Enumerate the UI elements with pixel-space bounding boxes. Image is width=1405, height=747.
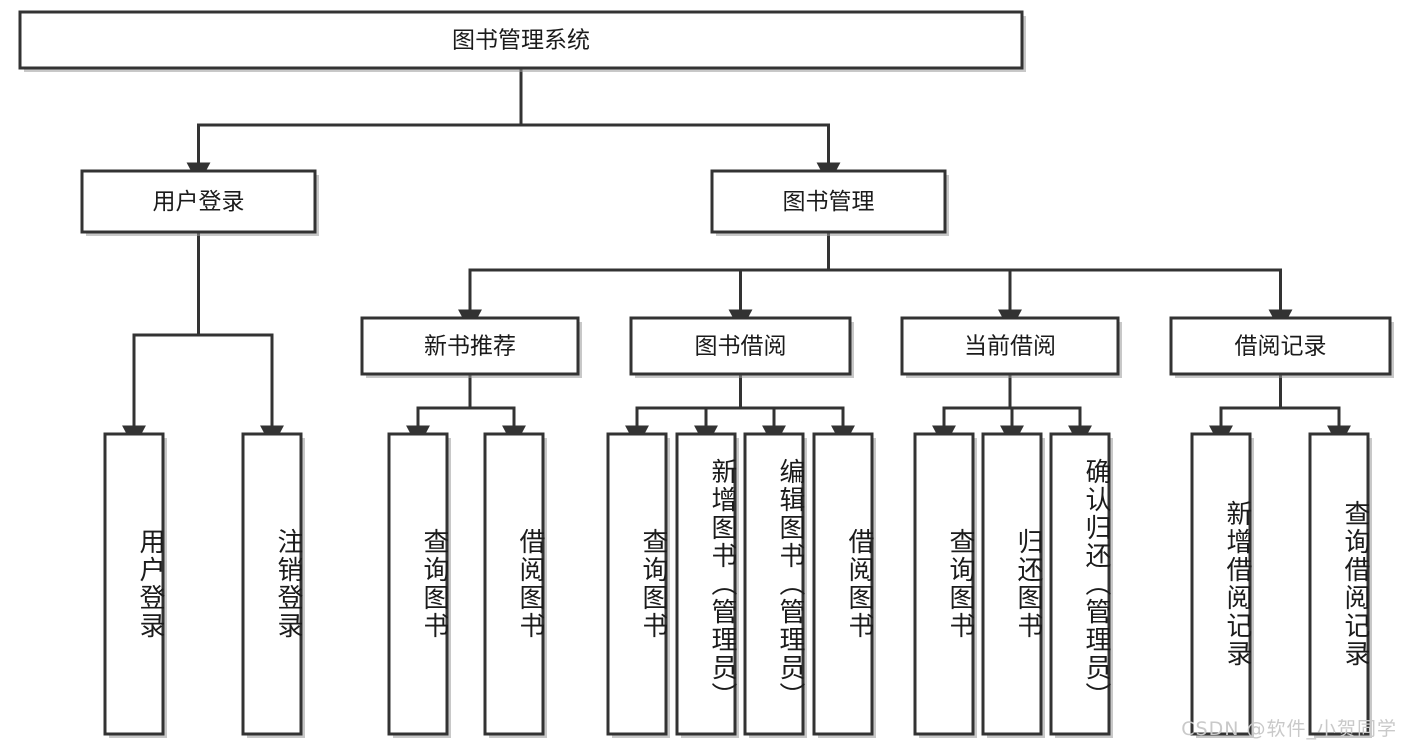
node-level2-2[interactable]: 当前借阅 (900, 316, 1122, 378)
node-leaf-4[interactable] (606, 432, 670, 738)
node-label: 新书推荐 (424, 334, 516, 360)
node-leaf-5[interactable] (675, 432, 739, 738)
connector-lines (122, 66, 1351, 448)
node-label: 借阅记录 (1235, 334, 1327, 360)
node-leaf-2[interactable] (387, 432, 451, 738)
node-leaf-12[interactable] (1308, 432, 1372, 738)
node-level2-3[interactable]: 借阅记录 (1169, 316, 1394, 378)
node-leaf-0[interactable] (103, 432, 167, 738)
node-level1-0[interactable]: 用户登录 (80, 169, 319, 236)
node-level2-0[interactable]: 新书推荐 (360, 316, 582, 378)
node-root[interactable]: 图书管理系统 (18, 10, 1026, 72)
node-leaf-9[interactable] (981, 432, 1045, 738)
node-level1-1[interactable]: 图书管理 (710, 169, 949, 236)
node-leaf-1[interactable] (241, 432, 305, 738)
node-leaf-8[interactable] (913, 432, 977, 738)
node-label: 图书借阅 (695, 334, 787, 360)
node-label: 图书管理系统 (452, 28, 590, 54)
node-leaf-3[interactable] (483, 432, 547, 738)
node-leaf-11[interactable] (1190, 432, 1254, 738)
node-leaf-7[interactable] (812, 432, 876, 738)
watermark-text: CSDN @软件_小贺同学 (1181, 718, 1397, 740)
node-level2-1[interactable]: 图书借阅 (629, 316, 854, 378)
node-label: 图书管理 (783, 189, 875, 215)
node-label: 用户登录 (153, 189, 245, 215)
node-label: 当前借阅 (964, 334, 1056, 360)
node-leaf-6[interactable] (743, 432, 807, 738)
node-leaf-10[interactable] (1049, 432, 1113, 738)
